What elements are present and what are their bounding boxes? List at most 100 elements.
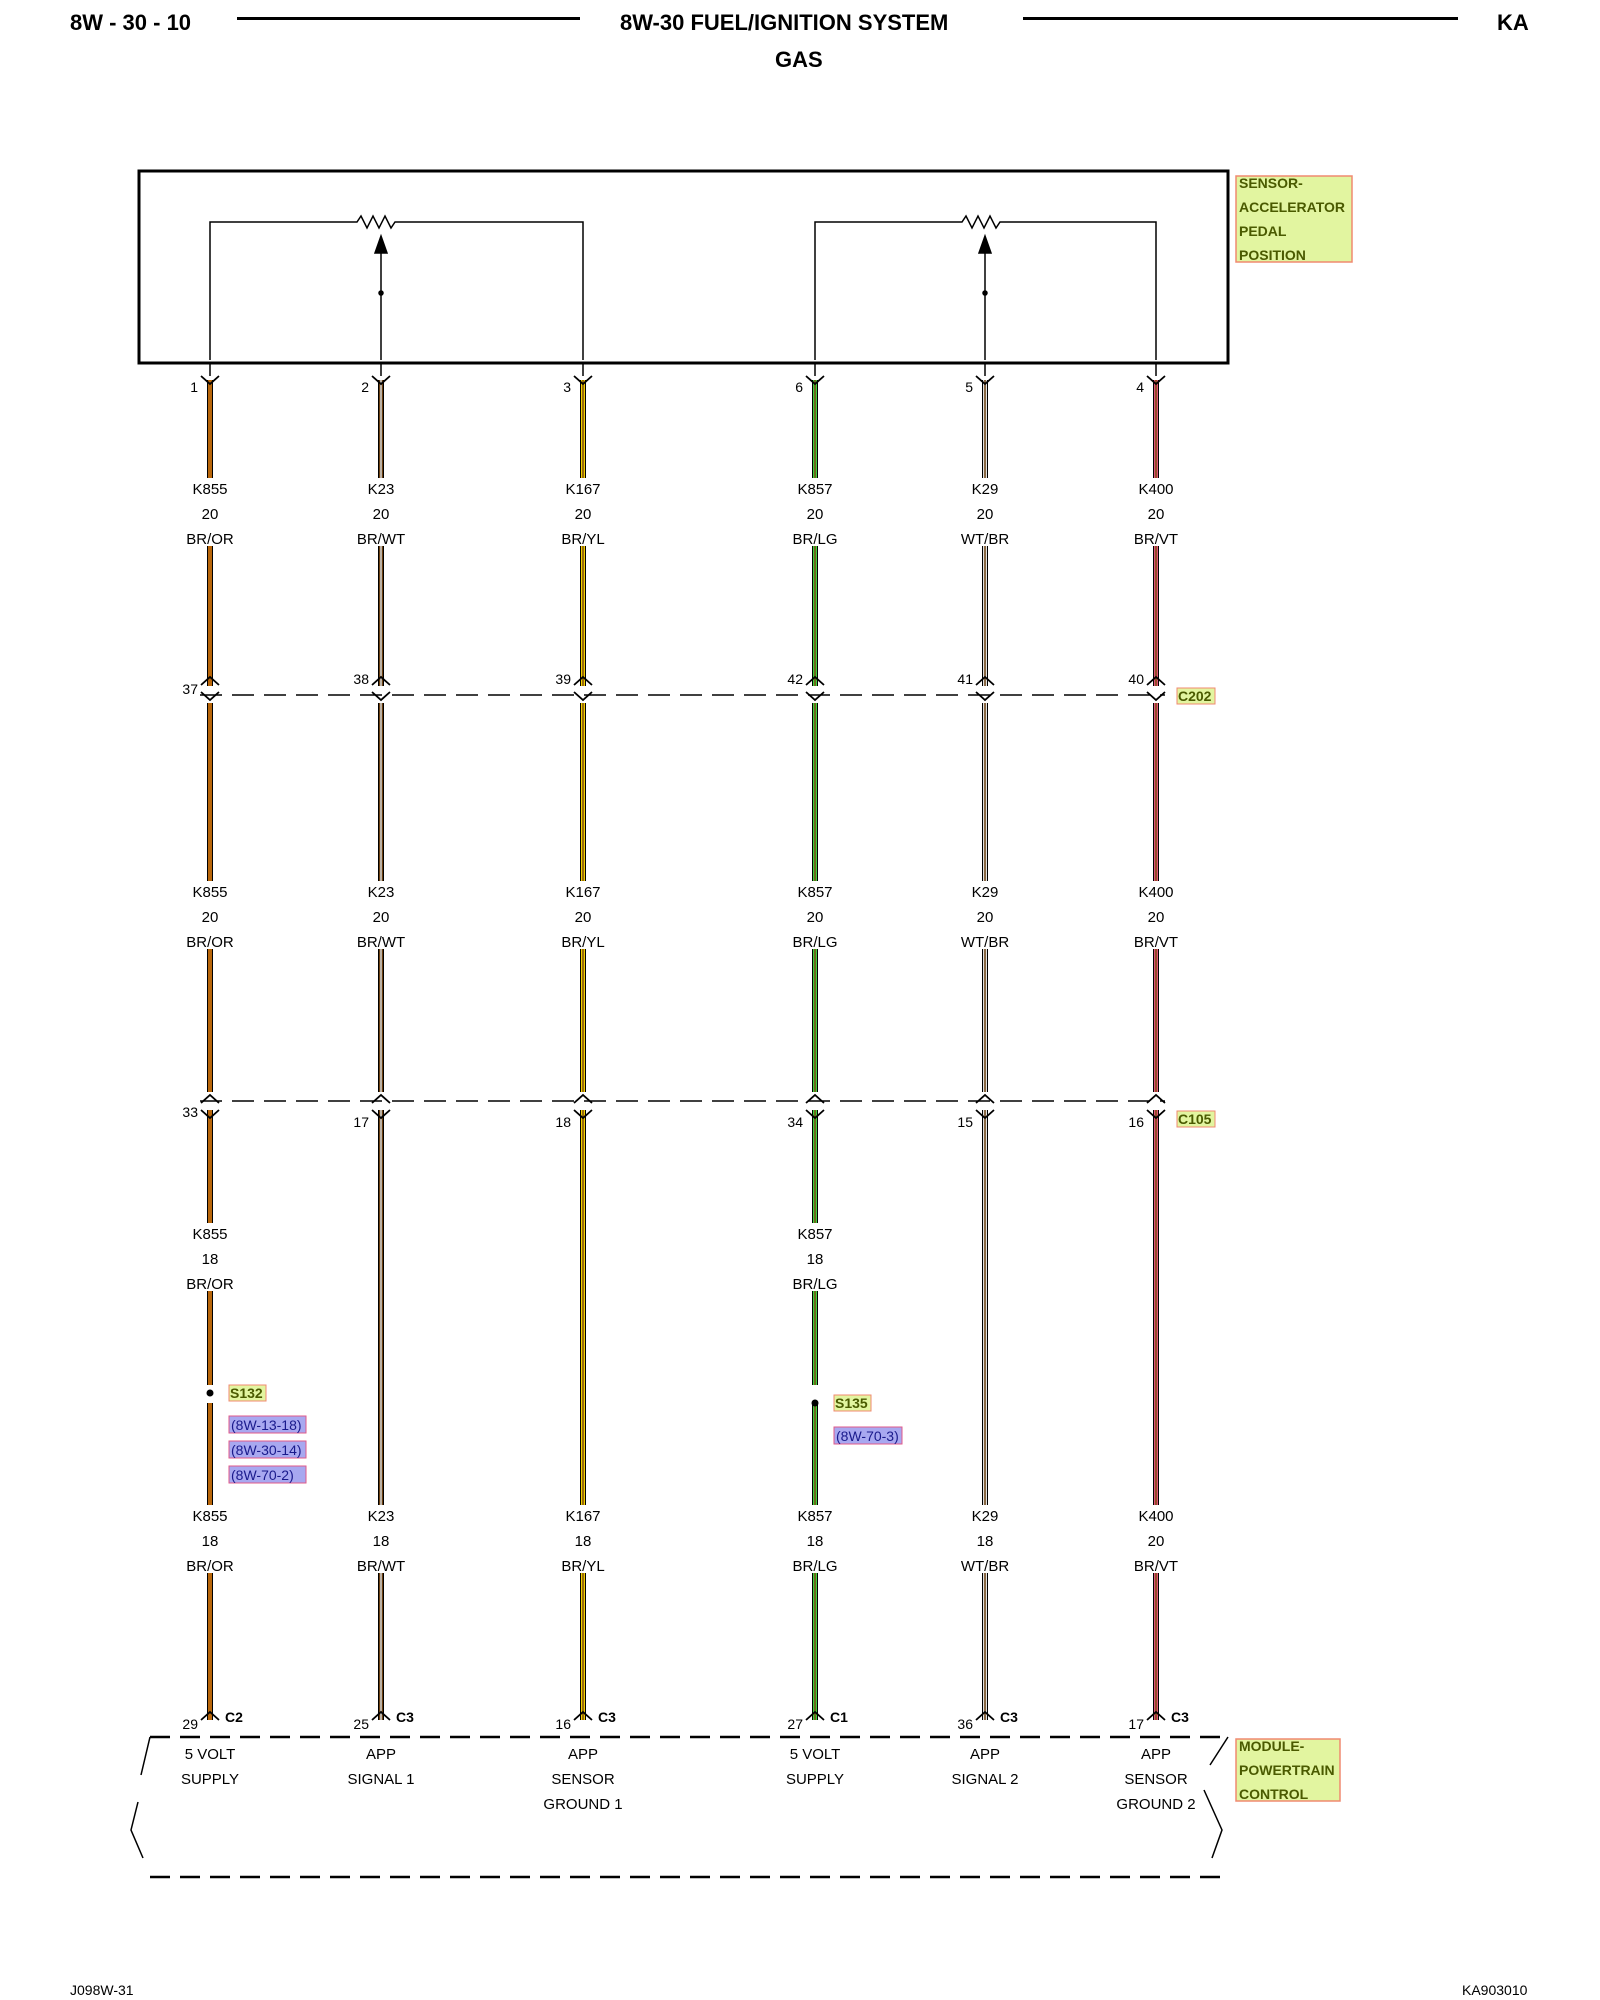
wire-2-pcm-pin: 25	[353, 1716, 369, 1732]
wire-3-c105-pin-icon-lower	[573, 1109, 593, 1120]
wire-4-seg4-gauge: 18	[807, 1533, 824, 1550]
wire-1-pcm-pin: 29	[182, 1716, 198, 1732]
sensor-outline	[137, 169, 1230, 365]
wire-5-function-line-2: SIGNAL 2	[952, 1771, 1019, 1788]
wire-5-c105-pin: 15	[957, 1114, 973, 1130]
wire-1-seg2-label-bg	[170, 881, 250, 949]
wire-1-seg4-circuit: K855	[192, 1508, 227, 1525]
s132-ref-2[interactable]: (8W-30-14)	[231, 1442, 302, 1458]
wire-1-seg3-gauge: 18	[202, 1251, 219, 1268]
wire-2-sensor-pin: 2	[361, 379, 369, 395]
wire-5-pcm-pin-icon	[975, 1710, 995, 1721]
wire-2-function-line-1: APP	[366, 1746, 396, 1763]
wire-4-c105-pin-icon	[805, 1093, 825, 1104]
wire-6-seg4-gauge: 20	[1148, 1533, 1165, 1550]
wire-4-seg4-color: BR/LG	[792, 1558, 837, 1575]
wire-3-sensor-pin-icon	[573, 375, 593, 386]
wire-4-seg2-circuit: K857	[797, 884, 832, 901]
wire-6-sensor-pin: 4	[1136, 379, 1144, 395]
wire-4-seg4-label-bg	[775, 1505, 855, 1573]
wire-2-seg1-circuit: K23	[368, 481, 395, 498]
wire-2-sensor-pin-icon	[371, 375, 391, 386]
wire-5-sensor-pin: 5	[965, 379, 973, 395]
wire-3-c105-pin-icon	[573, 1093, 593, 1104]
wire-2-seg2-label-bg	[341, 881, 421, 949]
wire-5-c202-pin: 41	[957, 671, 973, 687]
wire-2-seg1-color: BR/WT	[357, 531, 405, 548]
wire-6-sensor-pin-icon	[1146, 375, 1166, 386]
wire-5-sensor-pin-icon	[975, 375, 995, 386]
page-subtitle: GAS	[775, 47, 823, 72]
wire-4-seg4-circuit: K857	[797, 1508, 832, 1525]
wire-3-seg1-label-bg	[543, 478, 623, 546]
splice-s135: S135 (8W-70-3)	[811, 1394, 903, 1445]
wire-5-seg2-circuit: K29	[972, 884, 999, 901]
wire-2-function-line-2: SIGNAL 1	[348, 1771, 415, 1788]
wire-2-seg1-gauge: 20	[373, 506, 390, 523]
wire-3-pcm-pin: 16	[555, 1716, 571, 1732]
s132-ref-3[interactable]: (8W-70-2)	[231, 1467, 294, 1483]
wire-5-seg1-color: WT/BR	[961, 531, 1009, 548]
wire-3-seg1-color: BR/YL	[561, 531, 604, 548]
wire-6-function-line-2: SENSOR	[1124, 1771, 1188, 1788]
wire-5-seg2-gauge: 20	[977, 909, 994, 926]
wire-3-c105-pin: 18	[555, 1114, 571, 1130]
wire-2-c202-pin: 38	[353, 671, 369, 687]
wire-1-seg3-circuit: K855	[192, 1226, 227, 1243]
wire-6-function-line-1: APP	[1141, 1746, 1171, 1763]
wire-5-c202-pin-icon	[975, 675, 995, 686]
wire-4-sensor-pin: 6	[795, 379, 803, 395]
wire-1-c105-pin-icon	[200, 1093, 220, 1104]
wire-6-c105-pin-icon	[1146, 1093, 1166, 1104]
wire-4-pcm-pin-icon	[805, 1710, 825, 1721]
s132-ref-1[interactable]: (8W-13-18)	[231, 1417, 302, 1433]
wire-3-c202-pin: 39	[555, 671, 571, 687]
wire-5-seg1-gauge: 20	[977, 506, 994, 523]
wire-2-c202-pin-icon-lower	[371, 691, 391, 702]
wire-2-seg4-color: BR/WT	[357, 1558, 405, 1575]
potentiometer-1-icon	[209, 214, 584, 360]
wire-4-c202-pin: 42	[787, 671, 803, 687]
wire-1-pcm-pin-icon	[200, 1710, 220, 1721]
wire-4-seg3-circuit: K857	[797, 1226, 832, 1243]
wire-5-seg4-label-bg	[945, 1505, 1025, 1573]
wire-2-c105-pin: 17	[353, 1114, 369, 1130]
wire-6-seg2-circuit: K400	[1138, 884, 1173, 901]
wire-4-seg3-label-bg	[775, 1223, 855, 1291]
wire-3-sensor-pin: 3	[563, 379, 571, 395]
wire-4-c202-pin-icon	[805, 675, 825, 686]
wire-3-seg2-circuit: K167	[565, 884, 600, 901]
wire-4-function-line-2: SUPPLY	[786, 1771, 844, 1788]
wire-3-seg2-label-bg	[543, 881, 623, 949]
splice-s132: S132 (8W-13-18) (8W-30-14) (8W-70-2)	[206, 1384, 307, 1484]
wire-3-seg4-circuit: K167	[565, 1508, 600, 1525]
wire-6-pcm-pin-icon	[1146, 1710, 1166, 1721]
wire-4-seg1-circuit: K857	[797, 481, 832, 498]
wire-6-seg2-color: BR/VT	[1134, 934, 1178, 951]
page-title: 8W-30 FUEL/IGNITION SYSTEM	[620, 10, 949, 35]
wire-6-c202-pin-icon-lower	[1146, 691, 1166, 702]
sensor-tag-line-4: POSITION	[1239, 247, 1306, 263]
model-code: KA	[1497, 10, 1529, 35]
wire-3-pcm-pin-icon	[573, 1710, 593, 1721]
wire-5-seg4-gauge: 18	[977, 1533, 994, 1550]
wire-6-seg4-circuit: K400	[1138, 1508, 1173, 1525]
wire-4-seg3-color: BR/LG	[792, 1276, 837, 1293]
footer-right-code: KA903010	[1462, 1982, 1528, 1998]
wire-5-seg1-circuit: K29	[972, 481, 999, 498]
wire-4-seg1-gauge: 20	[807, 506, 824, 523]
c105-label: C105	[1178, 1111, 1212, 1127]
wire-6-c105-pin-icon-lower	[1146, 1109, 1166, 1120]
wire-4-seg2-gauge: 20	[807, 909, 824, 926]
wire-5-seg4-color: WT/BR	[961, 1558, 1009, 1575]
wire-1-c105-pin-icon-lower	[200, 1109, 220, 1120]
header-rule-left	[237, 17, 580, 20]
wire-6-function-line-3: GROUND 2	[1116, 1796, 1195, 1813]
wire-5-seg2-label-bg	[945, 881, 1025, 949]
wire-2-c202-pin-icon	[371, 675, 391, 686]
wire-3-seg2-gauge: 20	[575, 909, 592, 926]
wire-2-c105-pin-icon-lower	[371, 1109, 391, 1120]
wire-2-seg4-circuit: K23	[368, 1508, 395, 1525]
s135-ref-1[interactable]: (8W-70-3)	[836, 1428, 899, 1444]
